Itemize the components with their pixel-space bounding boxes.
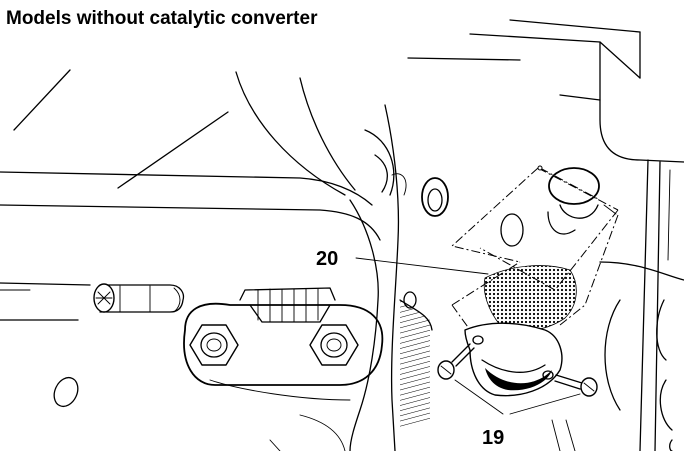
callout-20: 20: [316, 248, 489, 275]
callout-19: 19: [454, 379, 581, 449]
callout-label-20: 20: [316, 248, 338, 270]
pivot-bolt: [93, 283, 185, 313]
housing-outline: [0, 19, 684, 451]
screw-right: [554, 374, 598, 397]
spark-arrester-cover: [464, 322, 563, 397]
spark-arrester-screen: [483, 265, 577, 332]
callout-label-19: 19: [482, 427, 504, 449]
page-title: Models without catalytic converter: [6, 8, 318, 29]
screw-left: [437, 343, 475, 380]
mounting-plate: [183, 287, 384, 386]
